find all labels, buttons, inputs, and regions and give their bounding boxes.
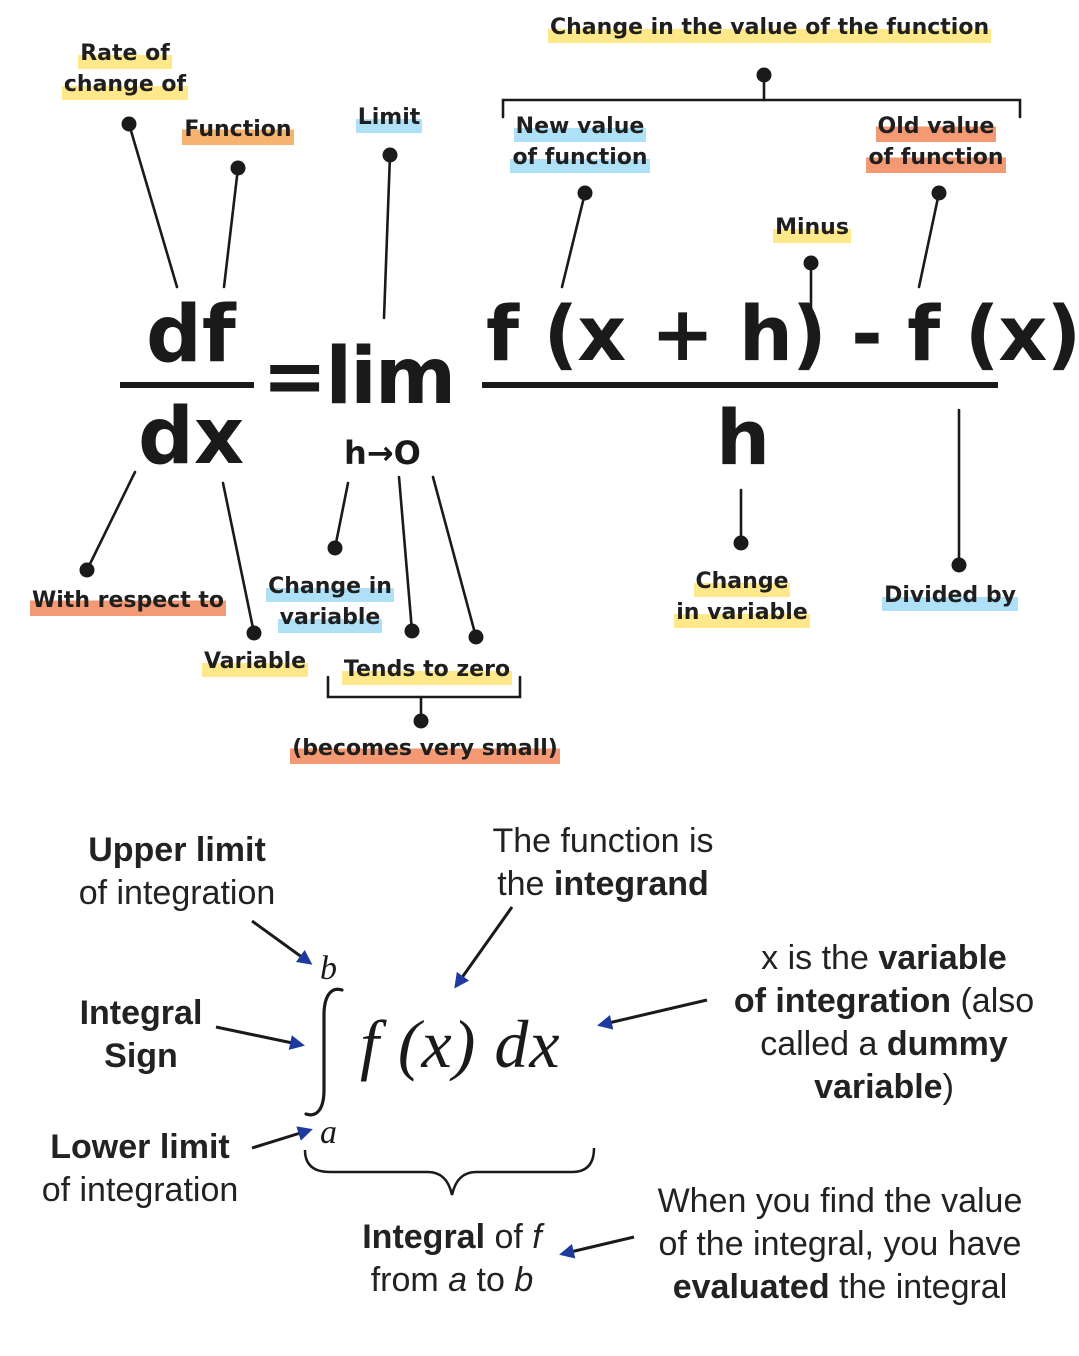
label-function: Function: [178, 114, 298, 145]
label-limit: Limit: [346, 102, 432, 133]
label-function-integrand: The function is the integrand: [492, 822, 714, 903]
change-value-bracket: [501, 98, 1022, 119]
formula-equals-lim: =lim: [262, 332, 456, 422]
label-upper-limit: Upper limit of integration: [78, 831, 276, 912]
integral-sign-arrow: [215, 1025, 305, 1050]
integral-curly-brace: [303, 1147, 596, 1196]
formula-df: df: [146, 290, 236, 380]
label-new-value: New value of function: [500, 111, 660, 173]
label-becomes-very-small: (becomes very small): [290, 733, 560, 764]
formula-dx: dx: [138, 392, 245, 482]
formula-limit-subscript: h→O: [344, 434, 421, 472]
label-with-respect-to: With respect to: [30, 585, 227, 616]
label-minus: Minus: [766, 212, 858, 243]
label-rate-of-change: Rate of change of: [50, 38, 200, 100]
label-lower-limit: Lower limit of integration: [41, 1128, 239, 1209]
label-variable: Variable: [196, 646, 314, 677]
evaluated-arrow: [559, 1235, 635, 1259]
label-change-in-value: Change in the value of the function: [548, 12, 992, 43]
label-change-in-variable-1: Change in variable: [258, 571, 402, 633]
label-change-in-variable-2: Change in variable: [668, 566, 816, 628]
df-dx-fraction-bar: [120, 382, 254, 388]
formula-expression-numerator: f (x + h) - f (x): [486, 289, 1079, 378]
label-divided-by: Divided by: [878, 580, 1022, 611]
label-variable-of-integration: x is the variable of integration (also c…: [733, 939, 1035, 1106]
lower-limit-arrow: [251, 1126, 313, 1150]
integrand-arrow: [454, 906, 514, 989]
formula-expression-denominator: h: [716, 393, 771, 482]
variable-arrow: [597, 998, 708, 1030]
tends-to-zero-bracket: [326, 675, 522, 699]
integral-lower-bound: a: [320, 1114, 337, 1151]
label-tends-to-zero: Tends to zero: [338, 654, 516, 685]
integral-sign-symbol: [304, 987, 344, 1117]
label-integral-of-f: Integral of f from a to b: [362, 1218, 542, 1299]
integral-upper-bound: b: [320, 950, 337, 987]
label-integral-sign: Integral Sign: [79, 994, 203, 1075]
label-evaluated: When you find the value of the integral,…: [657, 1182, 1023, 1306]
expr-fraction-bar: [482, 382, 998, 388]
integral-integrand: f (x) dx: [360, 1006, 561, 1082]
upper-limit-arrow: [251, 919, 313, 965]
label-old-value: Old value of function: [856, 111, 1016, 173]
